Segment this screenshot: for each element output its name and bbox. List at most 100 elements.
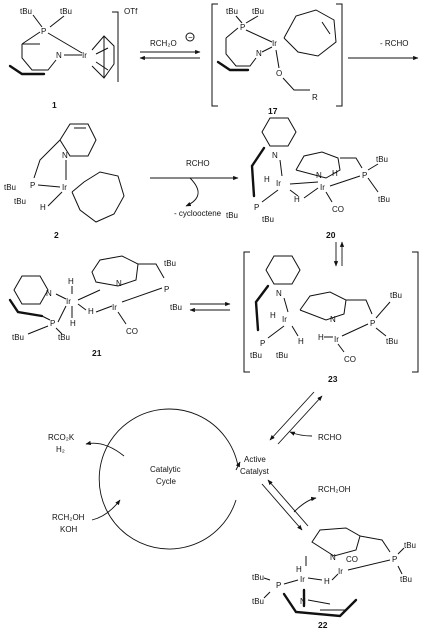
rcho-reagent: RCHO: [318, 433, 342, 442]
hydride-label: H: [40, 203, 46, 212]
alcohol-substrate: RCH₂OH: [52, 513, 85, 522]
tbu-label: tBu: [14, 197, 26, 206]
nitrogen-label: N: [330, 315, 336, 324]
phosphorus-label: P: [164, 285, 169, 294]
tbu-label: tBu: [226, 211, 238, 220]
alcohol-released: RCH₂OH: [318, 485, 351, 494]
cycle-label: Catalytic: [150, 465, 181, 474]
alkoxide-reagent: RCH₂O: [150, 39, 177, 48]
hydride-label: H: [298, 337, 304, 346]
hydride-label: H: [88, 307, 94, 316]
compound-17: tBu tBu P N Ir O R 17: [211, 3, 343, 116]
iridium-label: Ir: [112, 303, 117, 312]
nitrogen-label: N: [62, 151, 68, 160]
carbonyl-label: CO: [126, 327, 138, 336]
compound-22: N CO Ir P tBu tBu H Ir H P tBu tBu N 22: [252, 527, 416, 630]
rcho-reagent: RCHO: [186, 159, 210, 168]
tbu-label: tBu: [170, 303, 182, 312]
tbu-label: tBu: [262, 215, 274, 224]
tbu-label: tBu: [60, 7, 72, 16]
iridium-label: Ir: [62, 183, 67, 192]
nitrogen-label: N: [330, 553, 336, 562]
hydrogen-product: H₂: [56, 445, 65, 454]
active-catalyst-label: Active: [244, 455, 266, 464]
hydride-label: H: [264, 175, 270, 184]
iridium-label: Ir: [276, 179, 281, 188]
tbu-label: tBu: [252, 573, 264, 582]
minus-cyclooctene: - cyclooctene: [174, 209, 222, 218]
nitrogen-label: N: [316, 171, 322, 180]
phosphorus-label: P: [370, 319, 375, 328]
nitrogen-label: N: [272, 151, 278, 160]
phosphorus-label: P: [392, 555, 397, 564]
tbu-label: tBu: [58, 333, 70, 342]
phosphorus-label: P: [41, 27, 46, 36]
compound-number: 1: [52, 100, 57, 110]
carbonyl-label: CO: [346, 555, 358, 564]
tbu-label: tBu: [250, 351, 262, 360]
compound-1: tBu tBu P N Ir OTf 1: [8, 7, 138, 110]
tbu-label: tBu: [20, 7, 32, 16]
tbu-label: tBu: [252, 7, 264, 16]
tbu-label: tBu: [378, 195, 390, 204]
tbu-label: tBu: [4, 183, 16, 192]
hydride-label: H: [296, 565, 302, 574]
nitrogen-label: N: [256, 49, 262, 58]
equilibrium-arrow: [261, 483, 303, 531]
catalytic-cycle: Catalytic Cycle Active Catalyst RCO₂K H₂…: [48, 408, 270, 550]
compound-number: 17: [268, 106, 278, 116]
iridium-label: Ir: [82, 51, 87, 60]
nitrogen-label: N: [116, 279, 122, 288]
phosphorus-label: P: [50, 319, 55, 328]
tbu-label: tBu: [390, 291, 402, 300]
tbu-label: tBu: [226, 7, 238, 16]
r-group-label: R: [312, 93, 318, 102]
compound-number: 21: [92, 348, 102, 358]
carbonyl-label: CO: [344, 355, 356, 364]
compound-number: 22: [318, 620, 328, 630]
phosphorus-label: P: [260, 339, 265, 348]
hydride-label: H: [270, 311, 276, 320]
hydride-label: H: [332, 169, 338, 178]
tbu-label: tBu: [376, 155, 388, 164]
hydride-label: H: [70, 319, 76, 328]
phosphorus-label: P: [240, 23, 245, 32]
compound-21: N P tBu tBu H Ir H H N Ir tBu P tBu CO 2…: [8, 255, 182, 358]
cycle-arc: [98, 408, 239, 550]
iridium-label: Ir: [272, 39, 277, 48]
hydride-label: H: [294, 195, 300, 204]
phosphorus-label: P: [254, 203, 259, 212]
iridium-label: Ir: [320, 183, 325, 192]
carbonyl-label: CO: [332, 205, 344, 214]
charge-sign: −: [188, 33, 193, 42]
iridium-label: Ir: [300, 575, 305, 584]
tbu-label: tBu: [400, 575, 412, 584]
tbu-label: tBu: [386, 337, 398, 346]
iridium-label: Ir: [334, 335, 339, 344]
tbu-label: tBu: [276, 351, 288, 360]
iridium-label: Ir: [66, 297, 71, 306]
hydride-label: H: [68, 277, 74, 286]
compound-number: 2: [54, 230, 59, 240]
cycle-label: Cycle: [156, 477, 177, 486]
nitrogen-label: N: [56, 51, 62, 60]
active-catalyst-label: Catalyst: [240, 467, 270, 476]
phosphorus-label: P: [30, 181, 35, 190]
nitrogen-label: N: [46, 289, 52, 298]
tbu-label: tBu: [12, 333, 24, 342]
tbu-label: tBu: [404, 541, 416, 550]
nitrogen-label: N: [276, 289, 282, 298]
phosphorus-label: P: [276, 581, 281, 590]
compound-20: N P tBu tBu H Ir H N Ir H P tBu tBu CO 2…: [226, 117, 390, 240]
compound-number: 23: [328, 374, 338, 384]
hydride-label: H: [318, 333, 324, 342]
tbu-label: tBu: [164, 259, 176, 268]
triflate-label: OTf: [124, 7, 138, 16]
minus-rcho: - RCHO: [380, 39, 408, 48]
base-substrate: KOH: [60, 525, 78, 534]
compound-23: N P tBu tBu H Ir H N tBu P tBu H Ir CO 2…: [243, 251, 419, 384]
tbu-label: tBu: [252, 597, 264, 606]
oxygen-label: O: [276, 69, 282, 78]
compound-number: 20: [326, 230, 336, 240]
